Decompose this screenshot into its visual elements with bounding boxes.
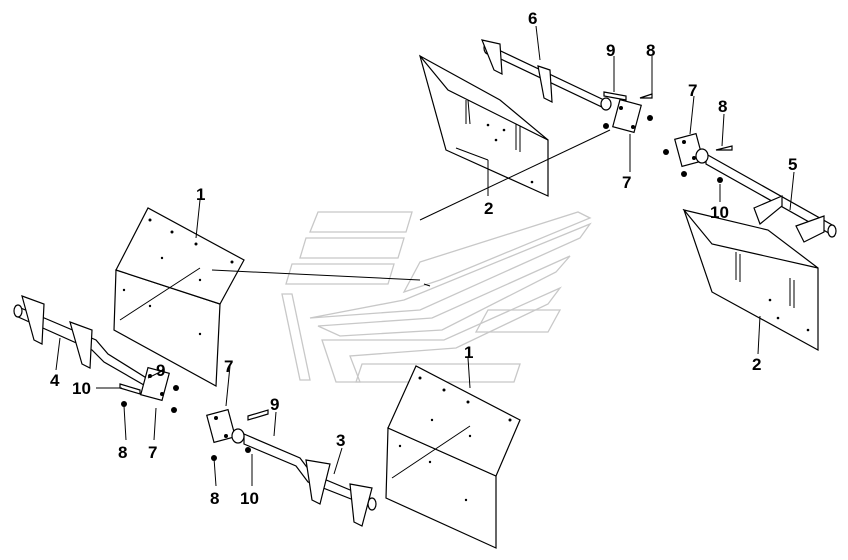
callout-10-left: 10 <box>72 379 91 398</box>
callout-2-upper-center: 2 <box>484 199 493 218</box>
upper-center-assembly <box>418 39 653 197</box>
callout-8-upper-right: 8 <box>718 97 727 116</box>
callout-4: 4 <box>50 371 60 390</box>
right-assembly <box>663 132 837 352</box>
callout-1-upper-left: 1 <box>196 185 205 204</box>
callout-1-lower-center: 1 <box>464 343 473 362</box>
callout-9-lower-center: 9 <box>270 395 279 414</box>
callout-6: 6 <box>528 9 537 28</box>
callout-7-left: 7 <box>148 443 157 462</box>
callout-9-left: 9 <box>156 361 165 380</box>
callout-10-right: 10 <box>710 203 729 222</box>
callout-7-lower-center: 7 <box>224 357 233 376</box>
callout-10-lower-center: 10 <box>240 489 259 508</box>
callout-5: 5 <box>788 155 797 174</box>
callout-7-upper-right: 7 <box>688 81 697 100</box>
callout-8-upper-center: 8 <box>646 41 655 60</box>
callout-8-lower-center: 8 <box>210 489 219 508</box>
callout-3: 3 <box>336 431 345 450</box>
left-assembly <box>13 207 245 413</box>
callout-8-left: 8 <box>118 443 127 462</box>
lower-center-assembly <box>206 365 521 549</box>
watermark-logo <box>281 211 592 383</box>
callout-2-right: 2 <box>752 355 761 374</box>
callout-labels: 1 1 2 2 3 4 5 6 7 7 7 7 7 8 8 8 8 9 9 9 … <box>50 9 797 508</box>
callout-9-upper-center: 9 <box>606 41 615 60</box>
leader-lines <box>55 25 795 487</box>
callout-7-upper-center: 7 <box>622 173 631 192</box>
